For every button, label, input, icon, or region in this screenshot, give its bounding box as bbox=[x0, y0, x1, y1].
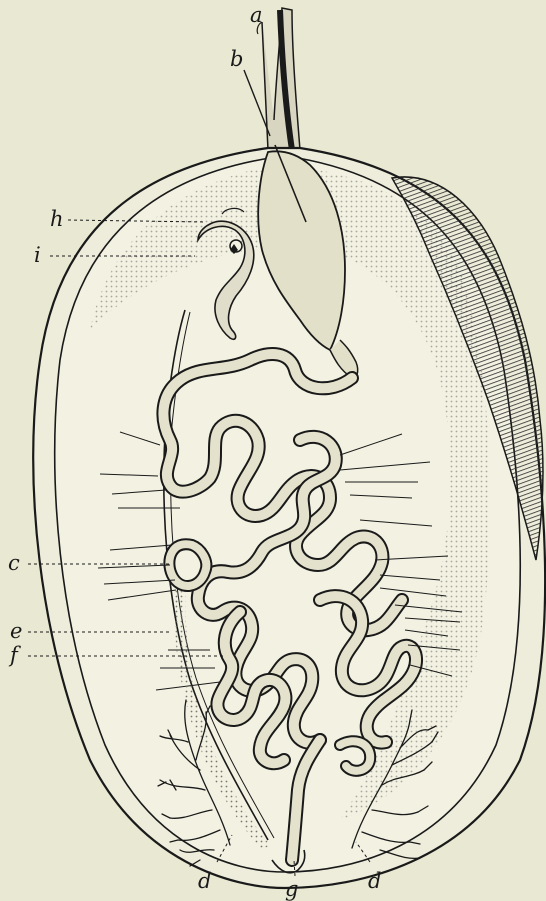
label-a: a bbox=[250, 3, 263, 27]
label-d-right: d bbox=[368, 869, 381, 893]
label-f: f bbox=[8, 643, 21, 667]
label-g: g bbox=[285, 877, 298, 901]
label-c: c bbox=[8, 551, 20, 575]
label-b: b bbox=[230, 47, 243, 71]
label-i: i bbox=[34, 243, 41, 267]
label-h: h bbox=[50, 207, 64, 231]
label-d-left: d bbox=[198, 869, 211, 893]
neck-tube bbox=[257, 8, 300, 150]
label-e: e bbox=[10, 619, 22, 643]
